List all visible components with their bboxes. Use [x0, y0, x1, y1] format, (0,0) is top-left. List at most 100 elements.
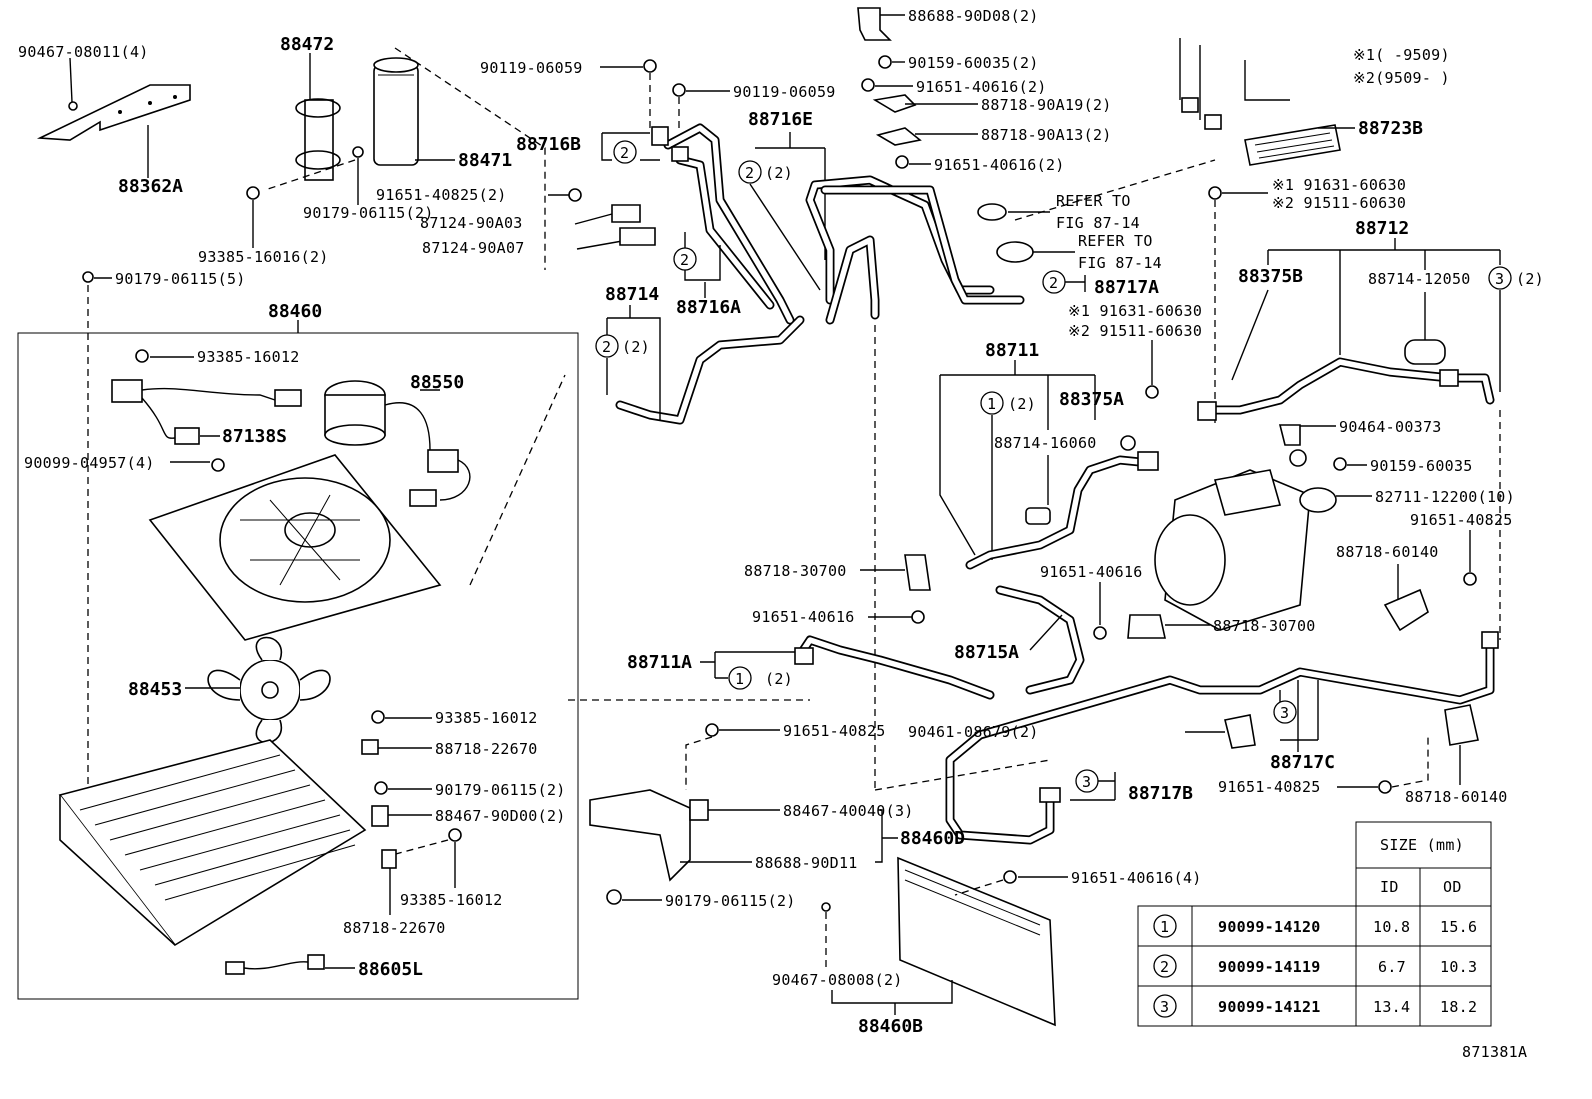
svg-text:1: 1: [735, 670, 744, 688]
label-88375B: 88375B: [1238, 266, 1303, 287]
condenser-core: [58, 739, 367, 947]
svg-text:6.7: 6.7: [1378, 958, 1406, 976]
wire-harness-87138S: [111, 379, 302, 445]
condenser-assembly-box: [17, 332, 579, 1000]
svg-text:2: 2: [620, 144, 629, 162]
label-88550: 88550: [410, 372, 464, 393]
label-88716A: 88716A: [676, 297, 741, 318]
label-91651-40616-2a: 91651-40616(2): [916, 78, 1047, 96]
svg-text:2: 2: [1160, 958, 1169, 976]
svg-text:10.3: 10.3: [1440, 958, 1477, 976]
label-87124-90A07: 87124-90A07: [422, 239, 525, 257]
bracket-88688-90D11: [589, 789, 691, 882]
svg-text:2: 2: [745, 164, 754, 182]
svg-text:13.4: 13.4: [1373, 998, 1410, 1016]
label-87124-90A03: 87124-90A03: [420, 214, 523, 232]
label-88688-90D08: 88688-90D08(2): [908, 7, 1039, 25]
label-88711A: 88711A: [627, 652, 692, 673]
label-88712: 88712: [1355, 218, 1409, 239]
label-87138S: 87138S: [222, 426, 287, 447]
svg-text:90099-14120: 90099-14120: [1218, 918, 1321, 936]
label-91651-40616-a: 91651-40616: [752, 608, 855, 626]
label-88471: 88471: [458, 150, 512, 171]
label-plate-88723B: [1244, 124, 1341, 166]
label-91651-40825-m: 91651-40825: [783, 722, 886, 740]
label-90099-04957: 90099-04957(4): [24, 454, 155, 472]
label-90179-06115-2b: 90179-06115(2): [435, 781, 566, 799]
table-row: 3 90099-14121 13.4 18.2: [1153, 994, 1477, 1018]
label-90464-00373: 90464-00373: [1339, 418, 1442, 436]
fig-87-14-2: FIG 87-14: [1078, 254, 1162, 272]
svg-text:1: 1: [987, 395, 996, 413]
refer-to-1: REFER TO: [1056, 192, 1131, 210]
label-90119-06059-a: 90119-06059: [480, 59, 583, 77]
label-88605L: 88605L: [358, 959, 423, 980]
label-88718-90A19: 88718-90A19(2): [981, 96, 1112, 114]
label-91651-40616-b: 91651-40616: [1040, 563, 1143, 581]
label-88688-90D11: 88688-90D11: [755, 854, 858, 872]
note-91511-60630-a: ※2 91511-60630: [1272, 194, 1406, 212]
svg-text:2: 2: [1049, 274, 1058, 292]
bracket-88472: [295, 98, 364, 181]
fan-88453: [207, 636, 331, 744]
label-88460: 88460: [268, 301, 322, 322]
svg-text:2: 2: [602, 338, 611, 356]
label-88714-16060: 88714-16060: [994, 434, 1097, 452]
label-82711-12200: 82711-12200(10): [1375, 488, 1515, 506]
size-table-col-od: OD: [1443, 878, 1462, 896]
svg-text:(2): (2): [765, 670, 793, 688]
label-91651-40825-b: 91651-40825: [1218, 778, 1321, 796]
label-88715A: 88715A: [954, 642, 1019, 663]
label-93385-16016: 93385-16016(2): [198, 248, 329, 266]
label-91651-40825-r: 91651-40825: [1410, 511, 1513, 529]
receiver-88471: [373, 57, 419, 166]
label-88718-60140-b: 88718-60140: [1405, 788, 1508, 806]
svg-text:3: 3: [1495, 270, 1504, 288]
hose-88715A: [995, 585, 1085, 695]
label-91651-40825-2: 91651-40825(2): [376, 186, 507, 204]
hose-88716-group: [615, 123, 805, 425]
label-88375A: 88375A: [1059, 389, 1124, 410]
size-table-col-id: ID: [1380, 878, 1399, 896]
label-88718-30700-a: 88718-30700: [744, 562, 847, 580]
size-table: [1137, 821, 1492, 1027]
hose-88712: [1197, 357, 1495, 421]
label-88718-90A13: 88718-90A13(2): [981, 126, 1112, 144]
label-88717C: 88717C: [1270, 752, 1335, 773]
label-88472: 88472: [280, 34, 334, 55]
svg-text:3: 3: [1280, 704, 1289, 722]
note-91511-60630-b: ※2 91511-60630: [1068, 322, 1202, 340]
hose-88711A: [794, 635, 995, 700]
note-1: ※1( -9509): [1353, 46, 1450, 64]
panel-88460B: [897, 856, 1056, 1027]
refer-to-2: REFER TO: [1078, 232, 1153, 250]
label-88718-22670-a: 88718-22670: [435, 740, 538, 758]
label-88718-30700-b: 88718-30700: [1213, 617, 1316, 635]
svg-text:90099-14121: 90099-14121: [1218, 998, 1321, 1016]
label-88714-12050: 88714-12050: [1368, 270, 1471, 288]
label-88716B: 88716B: [516, 134, 581, 155]
bracket-88688-90D08: [857, 7, 892, 41]
svg-text:2: 2: [680, 251, 689, 269]
fan-shroud: [148, 454, 442, 641]
label-90467-08011: 90467-08011(4): [18, 43, 149, 61]
label-93385-16012-a: 93385-16012: [197, 348, 300, 366]
fig-87-14-1: FIG 87-14: [1056, 214, 1140, 232]
svg-text:(2): (2): [622, 338, 650, 356]
label-90159-60035: 90159-60035: [1370, 457, 1473, 475]
label-88718-22670-b: 88718-22670: [343, 919, 446, 937]
bracket-plate-88362A: [36, 84, 191, 141]
svg-text:(2): (2): [1516, 270, 1544, 288]
hose-88716E: [805, 175, 1025, 325]
svg-text:10.8: 10.8: [1373, 918, 1410, 936]
label-88717B: 88717B: [1128, 783, 1193, 804]
fan-motor-88550: [324, 380, 471, 507]
svg-text:90099-14119: 90099-14119: [1218, 958, 1321, 976]
label-90119-06059-b: 90119-06059: [733, 83, 836, 101]
label-88717A: 88717A: [1094, 277, 1159, 298]
compressor: [1154, 469, 1311, 631]
hose-88717: [945, 631, 1499, 845]
svg-text:(2): (2): [1008, 395, 1036, 413]
label-88467-90D00: 88467-90D00(2): [435, 807, 566, 825]
